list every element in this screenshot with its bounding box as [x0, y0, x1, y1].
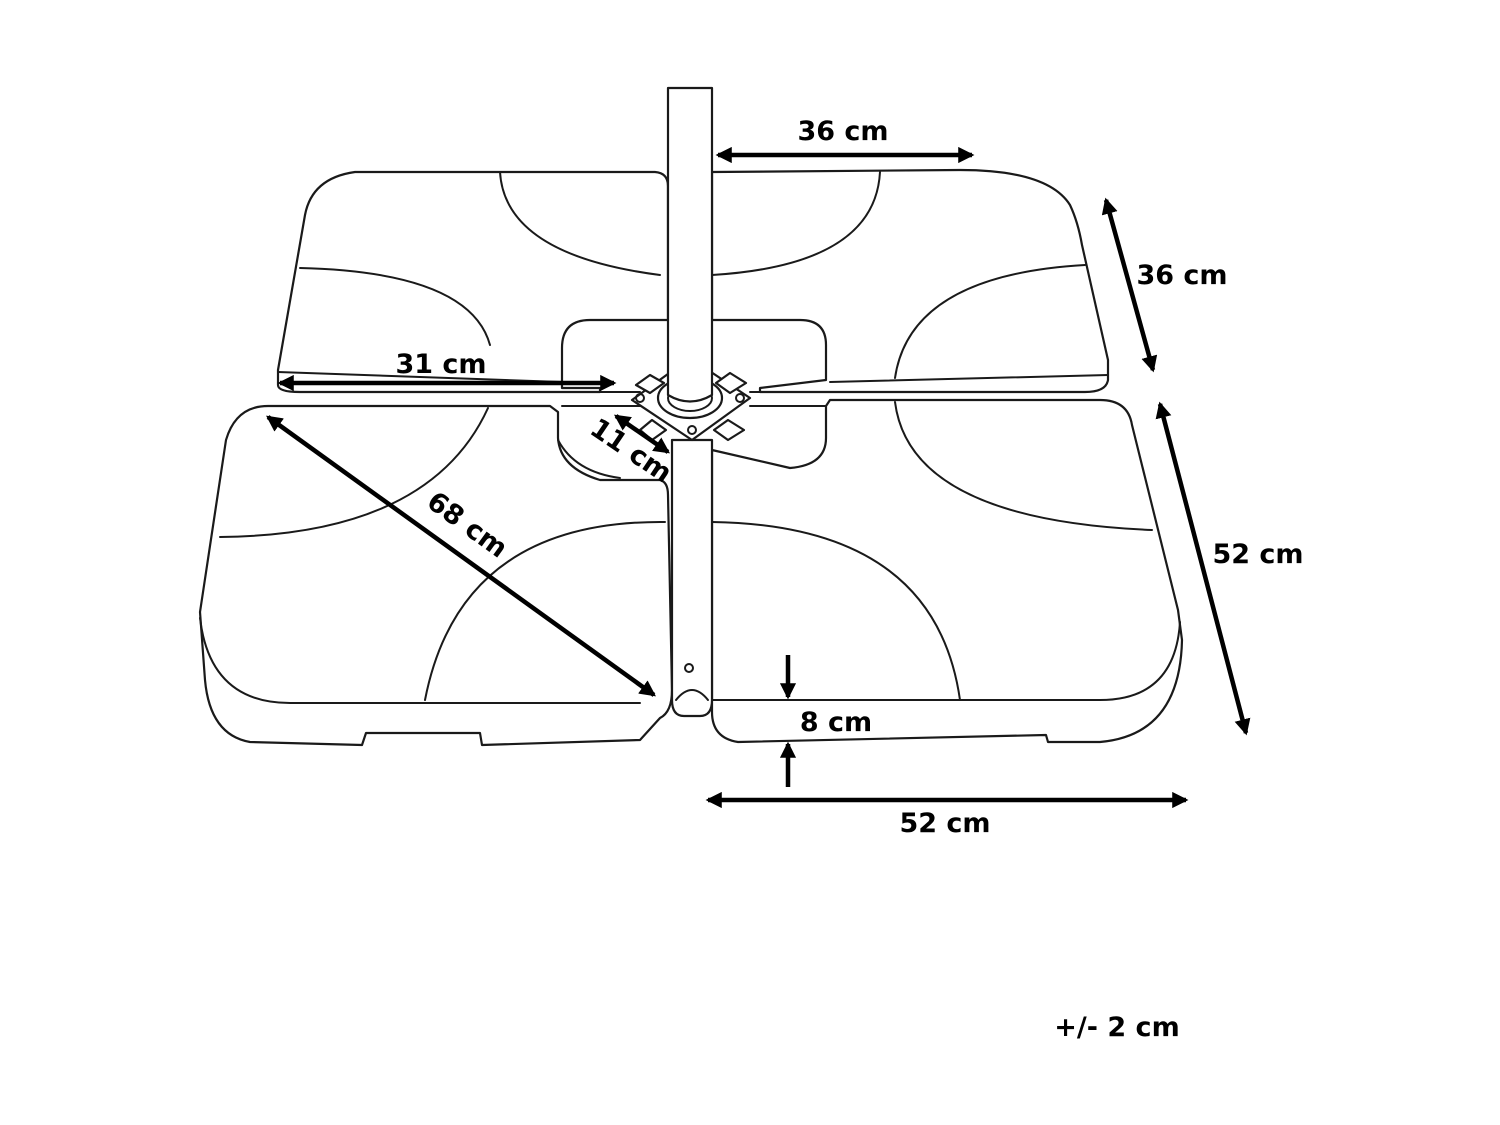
label-height: 8 cm — [800, 707, 872, 738]
dim-arrow-right-depth — [1101, 197, 1158, 373]
label-front-width: 52 cm — [899, 808, 990, 839]
dim-arrow-side-length — [1155, 401, 1251, 736]
back-right-weight-segment — [710, 168, 1110, 394]
label-side-length: 52 cm — [1212, 539, 1303, 570]
dim-arrow-diagonal — [266, 415, 656, 697]
dimension-arrows — [266, 146, 1251, 809]
front-right-weight-segment — [710, 398, 1184, 744]
label-inner-reach: 31 cm — [395, 349, 486, 380]
tolerance-note: +/- 2 cm — [1054, 1012, 1179, 1043]
label-right-depth: 36 cm — [1136, 260, 1227, 291]
label-top-width: 36 cm — [797, 116, 888, 147]
umbrella-pole — [666, 86, 714, 403]
front-left-weight-segment — [198, 404, 674, 747]
